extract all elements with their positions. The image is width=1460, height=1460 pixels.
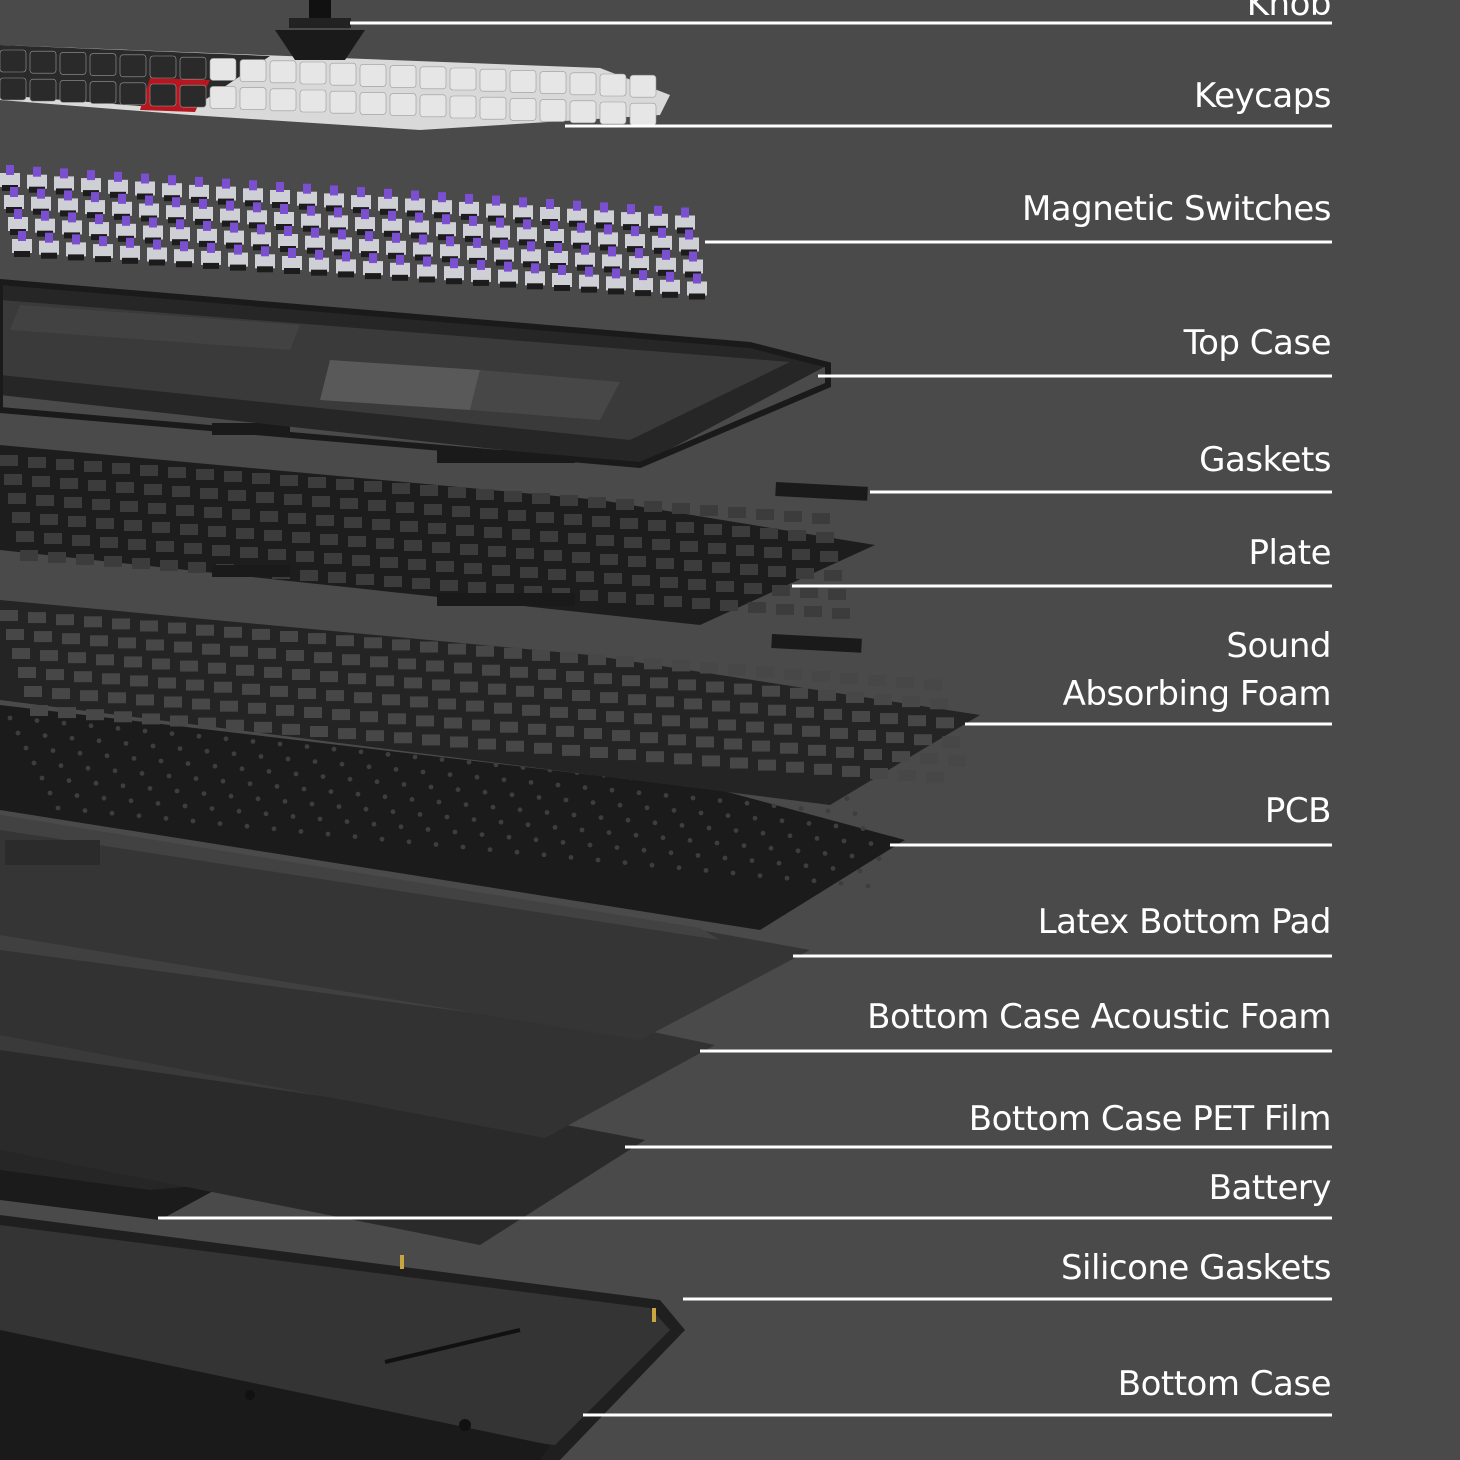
label-bottom-case-acoustic-foam: Bottom Case Acoustic Foam <box>867 997 1331 1037</box>
label-gaskets: Gaskets <box>1199 440 1331 480</box>
knob-layer <box>275 0 365 60</box>
plate-layer <box>0 445 875 625</box>
label-magnetic-switches: Magnetic Switches <box>1021 189 1332 229</box>
magnetic-switches-layer <box>0 165 707 300</box>
label-latex-bottom-pad: Latex Bottom Pad <box>1037 902 1332 942</box>
top-case-layer <box>0 278 831 469</box>
pcb-layer <box>0 705 905 930</box>
latex-bottom-pad-layer <box>0 815 810 1040</box>
label-plate: Plate <box>1248 533 1331 573</box>
keycaps-layer <box>0 45 670 130</box>
label-keycaps: Keycaps <box>1194 76 1331 116</box>
label-sound-foam-line1: Sound <box>1226 626 1331 666</box>
label-top-case: Top Case <box>1183 323 1332 363</box>
label-battery: Battery <box>1208 1168 1332 1208</box>
gaskets-layer <box>212 423 868 653</box>
bottom-case-layer <box>0 1215 685 1460</box>
label-silicone-gaskets: Silicone Gaskets <box>1060 1248 1332 1288</box>
sound-foam-layer <box>0 600 980 805</box>
label-bottom-case-pet-film: Bottom Case PET Film <box>968 1099 1332 1139</box>
label-knob: Knob <box>1246 0 1332 24</box>
label-pcb: PCB <box>1264 791 1332 831</box>
leader-lines <box>158 21 1332 1417</box>
label-sound-foam-line2: Absorbing Foam <box>1062 674 1332 714</box>
label-bottom-case: Bottom Case <box>1117 1364 1332 1404</box>
